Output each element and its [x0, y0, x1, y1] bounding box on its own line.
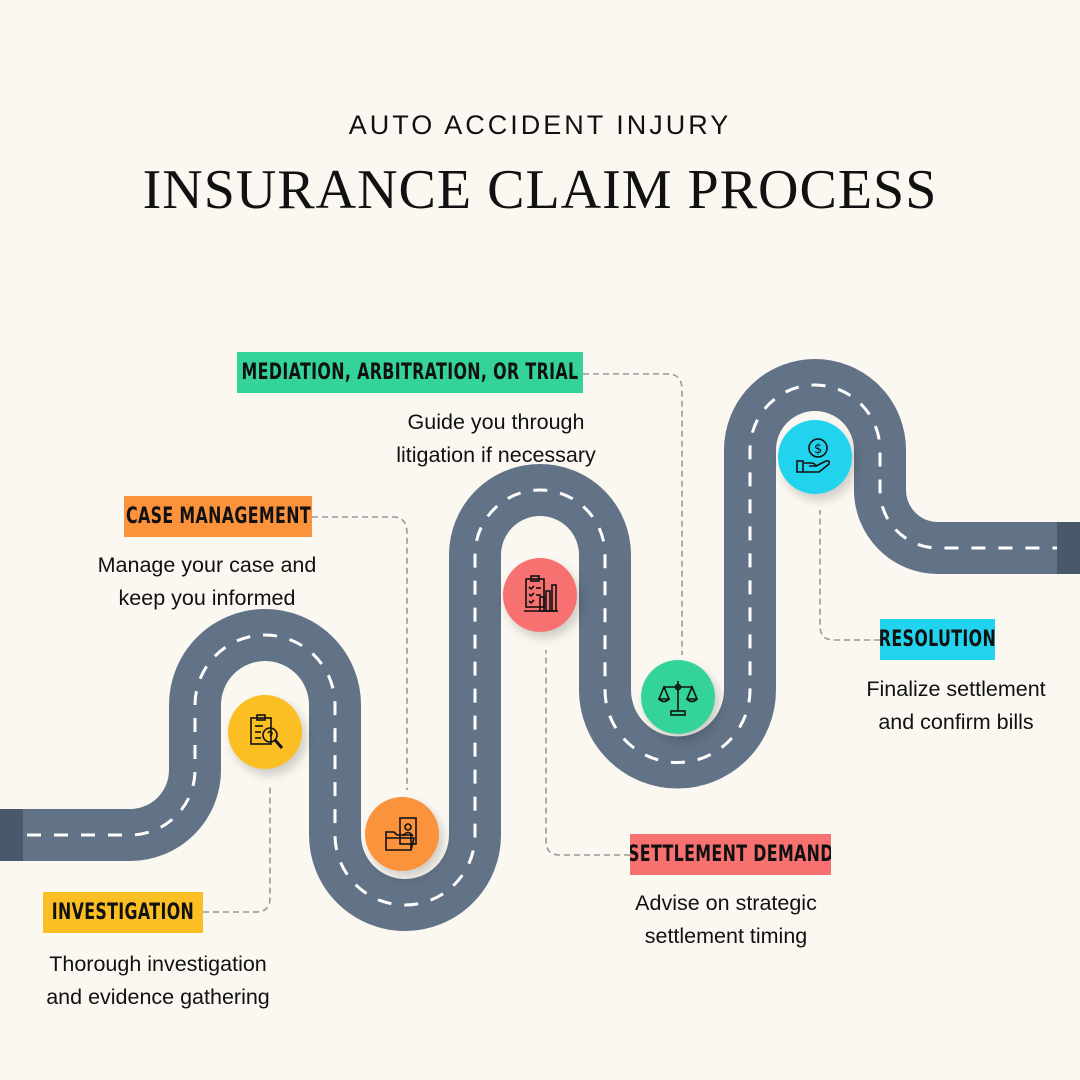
- connector-case-management: [312, 516, 408, 790]
- hand-dollar-icon: $: [778, 420, 852, 494]
- road-end-cap: [1057, 522, 1080, 574]
- subtitle: AUTO ACCIDENT INJURY: [348, 110, 732, 140]
- step-settlement-demand-label: SETTLEMENT DEMAND: [630, 834, 831, 875]
- step-investigation-label: INVESTIGATION: [43, 892, 203, 933]
- svg-text:$: $: [814, 442, 822, 457]
- page-title: INSURANCE CLAIM PROCESS: [142, 159, 938, 221]
- step-mediation-label: MEDIATION, ARBITRATION, OR TRIAL: [237, 352, 583, 393]
- folder-document-icon: [365, 797, 439, 871]
- road-start-cap: [0, 809, 23, 861]
- connector-mediation: [583, 373, 683, 655]
- connector-investigation: [203, 785, 271, 913]
- checklist-chart-icon: [503, 558, 577, 632]
- scales-of-justice-icon: [641, 660, 715, 734]
- connector-settlement: [545, 650, 630, 856]
- step-case-management-label: CASE MANAGEMENT: [124, 496, 312, 537]
- road-dashes: [0, 383, 1080, 907]
- clipboard-magnifier-icon: [228, 695, 302, 769]
- step-resolution-label: RESOLUTION: [880, 619, 995, 660]
